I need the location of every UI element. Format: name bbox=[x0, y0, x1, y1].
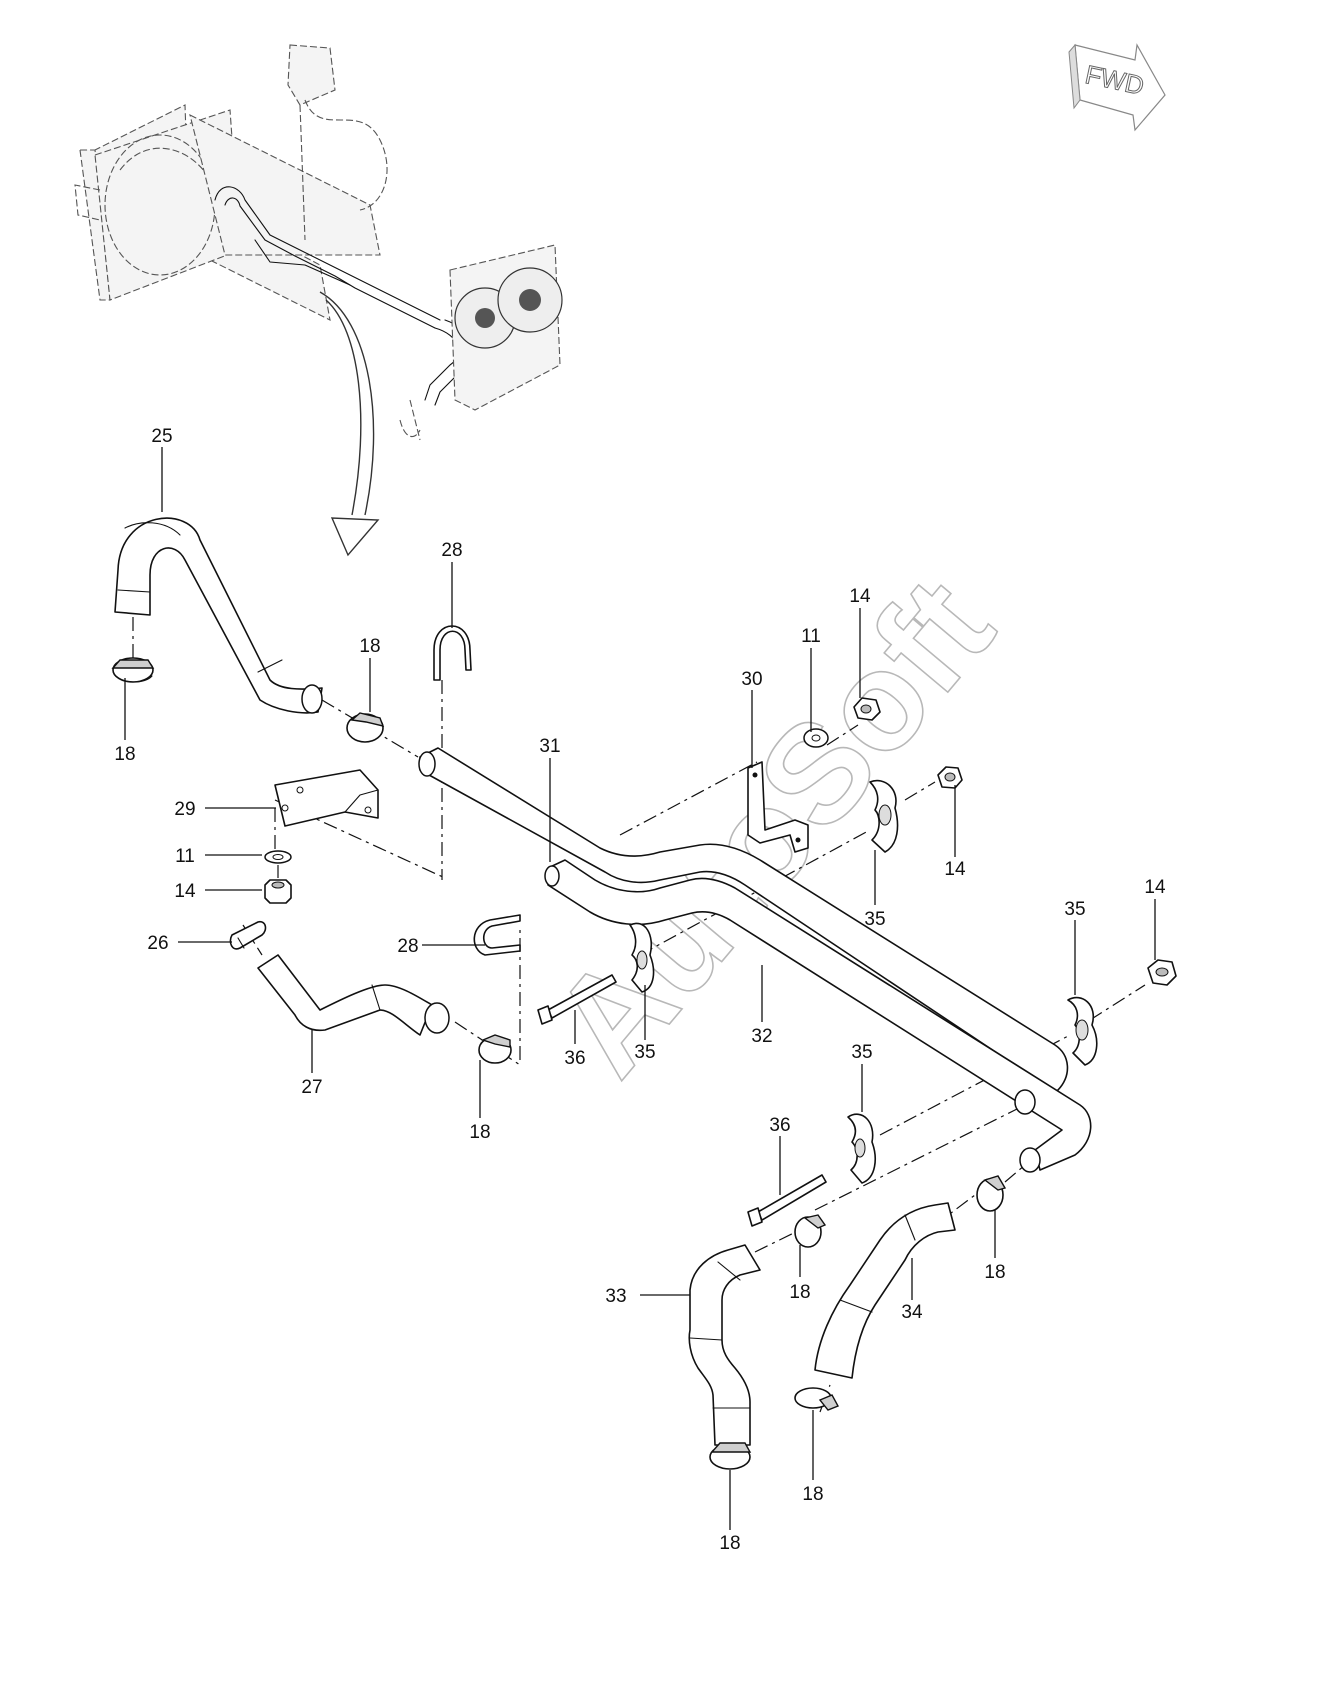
label-27: 27 bbox=[301, 1077, 322, 1098]
label-28-lower: 28 bbox=[397, 936, 418, 957]
label-18-lower-middle: 18 bbox=[469, 1122, 490, 1143]
label-32: 32 bbox=[751, 1026, 772, 1047]
label-31: 31 bbox=[539, 736, 560, 757]
clamp-18-far-right[interactable] bbox=[976, 1175, 1007, 1212]
label-11-left: 11 bbox=[175, 846, 195, 867]
bolt-36-lower[interactable] bbox=[747, 1174, 827, 1227]
nut-14-left[interactable] bbox=[264, 879, 292, 904]
label-26: 26 bbox=[147, 933, 168, 954]
hose-25[interactable] bbox=[114, 517, 323, 714]
washer-11-left[interactable] bbox=[264, 850, 292, 864]
leader-lines bbox=[124, 447, 1156, 1530]
bolt-36-upper[interactable] bbox=[537, 974, 617, 1025]
washer-11-right[interactable] bbox=[803, 728, 829, 748]
pipe-32[interactable] bbox=[544, 859, 1092, 1173]
clamp-halves-35-upper[interactable] bbox=[869, 779, 899, 853]
part-labels: 25 18 18 28 29 11 14 26 28 27 18 36 35 3… bbox=[114, 426, 1166, 1554]
label-14-right: 14 bbox=[1144, 877, 1166, 898]
label-14-middle: 14 bbox=[944, 859, 966, 880]
label-30: 30 bbox=[741, 669, 762, 690]
hose-27[interactable] bbox=[257, 954, 450, 1036]
label-18-upper-middle: 18 bbox=[359, 636, 380, 657]
label-14-left: 14 bbox=[174, 881, 196, 902]
label-29: 29 bbox=[174, 799, 195, 820]
clamp-18-lower-middle[interactable] bbox=[478, 1034, 512, 1064]
label-35-lower: 35 bbox=[851, 1042, 872, 1063]
label-18-center-right: 18 bbox=[789, 1282, 810, 1303]
u-bolt-28-lower[interactable] bbox=[473, 914, 521, 956]
clamp-18-bottom-right[interactable] bbox=[794, 1387, 839, 1411]
label-35-upper: 35 bbox=[864, 909, 885, 930]
label-11-right: 11 bbox=[801, 626, 821, 647]
clamp-18-upper-middle[interactable] bbox=[346, 712, 385, 743]
label-18-top-left: 18 bbox=[114, 744, 135, 765]
bracket-29[interactable] bbox=[274, 769, 379, 827]
hose-34[interactable] bbox=[814, 1202, 956, 1379]
label-36-upper: 36 bbox=[564, 1048, 585, 1069]
label-34: 34 bbox=[901, 1302, 923, 1323]
fwd-arrow-icon: FWD bbox=[1068, 43, 1166, 132]
clamp-18-top-left[interactable] bbox=[111, 657, 155, 683]
nut-14-upper[interactable] bbox=[853, 697, 881, 721]
clamp-halves-35-center[interactable] bbox=[629, 922, 655, 993]
clamp-18-center-right[interactable] bbox=[794, 1214, 827, 1248]
label-33: 33 bbox=[605, 1286, 626, 1307]
label-18-far-right: 18 bbox=[984, 1262, 1005, 1283]
pipe-31[interactable] bbox=[418, 747, 1069, 1099]
label-36-lower: 36 bbox=[769, 1115, 790, 1136]
bracket-30[interactable] bbox=[747, 761, 809, 853]
direction-arrow-icon bbox=[319, 291, 380, 557]
label-14-upper: 14 bbox=[849, 586, 871, 607]
label-35-center: 35 bbox=[634, 1042, 655, 1063]
label-18-bottom-right: 18 bbox=[802, 1484, 823, 1505]
label-18-bottom-left: 18 bbox=[719, 1533, 740, 1554]
u-bolt-28-top[interactable] bbox=[433, 625, 472, 681]
nut-14-right[interactable] bbox=[1147, 959, 1177, 986]
clamp-18-bottom-left[interactable] bbox=[709, 1442, 752, 1470]
clamp-halves-35-lower[interactable] bbox=[847, 1113, 876, 1184]
clamp-halves-35-right[interactable] bbox=[1067, 996, 1098, 1066]
label-28-top: 28 bbox=[441, 540, 462, 561]
hose-33[interactable] bbox=[688, 1244, 761, 1446]
overview-assembly bbox=[74, 44, 563, 441]
nut-14-middle[interactable] bbox=[937, 766, 963, 789]
label-25: 25 bbox=[151, 426, 172, 447]
label-35-right: 35 bbox=[1064, 899, 1085, 920]
fitting-26[interactable] bbox=[229, 920, 267, 950]
